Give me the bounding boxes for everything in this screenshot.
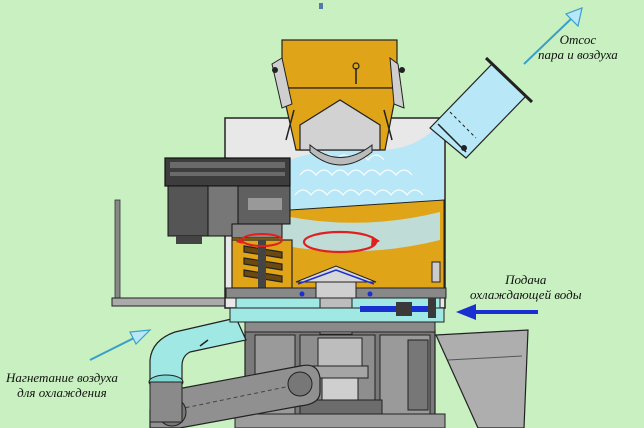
exhaust-arrow-icon bbox=[523, 7, 583, 65]
air-inlet-duct bbox=[148, 317, 247, 423]
air-label-line1: Нагнетание воздуха bbox=[6, 370, 118, 385]
machine-base bbox=[234, 329, 446, 428]
discharge-chute bbox=[435, 329, 529, 428]
exhaust-label: Отсос пара и воздуха bbox=[538, 32, 618, 62]
air-label: Нагнетание воздуха для охлаждения bbox=[6, 370, 118, 400]
water-arrow-icon bbox=[456, 304, 538, 320]
water-label: Подача охлаждающей воды bbox=[470, 272, 582, 302]
screw-feeder bbox=[231, 233, 293, 289]
exhaust-label-line2: пара и воздуха bbox=[538, 47, 618, 62]
exhaust-label-line1: Отсос bbox=[559, 32, 597, 47]
air-arrow-icon bbox=[89, 329, 152, 361]
exhaust-pipe bbox=[429, 56, 534, 159]
air-label-line2: для охлаждения bbox=[17, 385, 107, 400]
cooling-plate bbox=[225, 261, 447, 335]
rotation-arrow-icon bbox=[302, 230, 380, 254]
gearbox bbox=[164, 157, 291, 244]
water-label-line2: охлаждающей воды bbox=[470, 287, 582, 302]
feed-hopper bbox=[271, 39, 405, 166]
water-label-line1: Подача bbox=[505, 272, 547, 287]
